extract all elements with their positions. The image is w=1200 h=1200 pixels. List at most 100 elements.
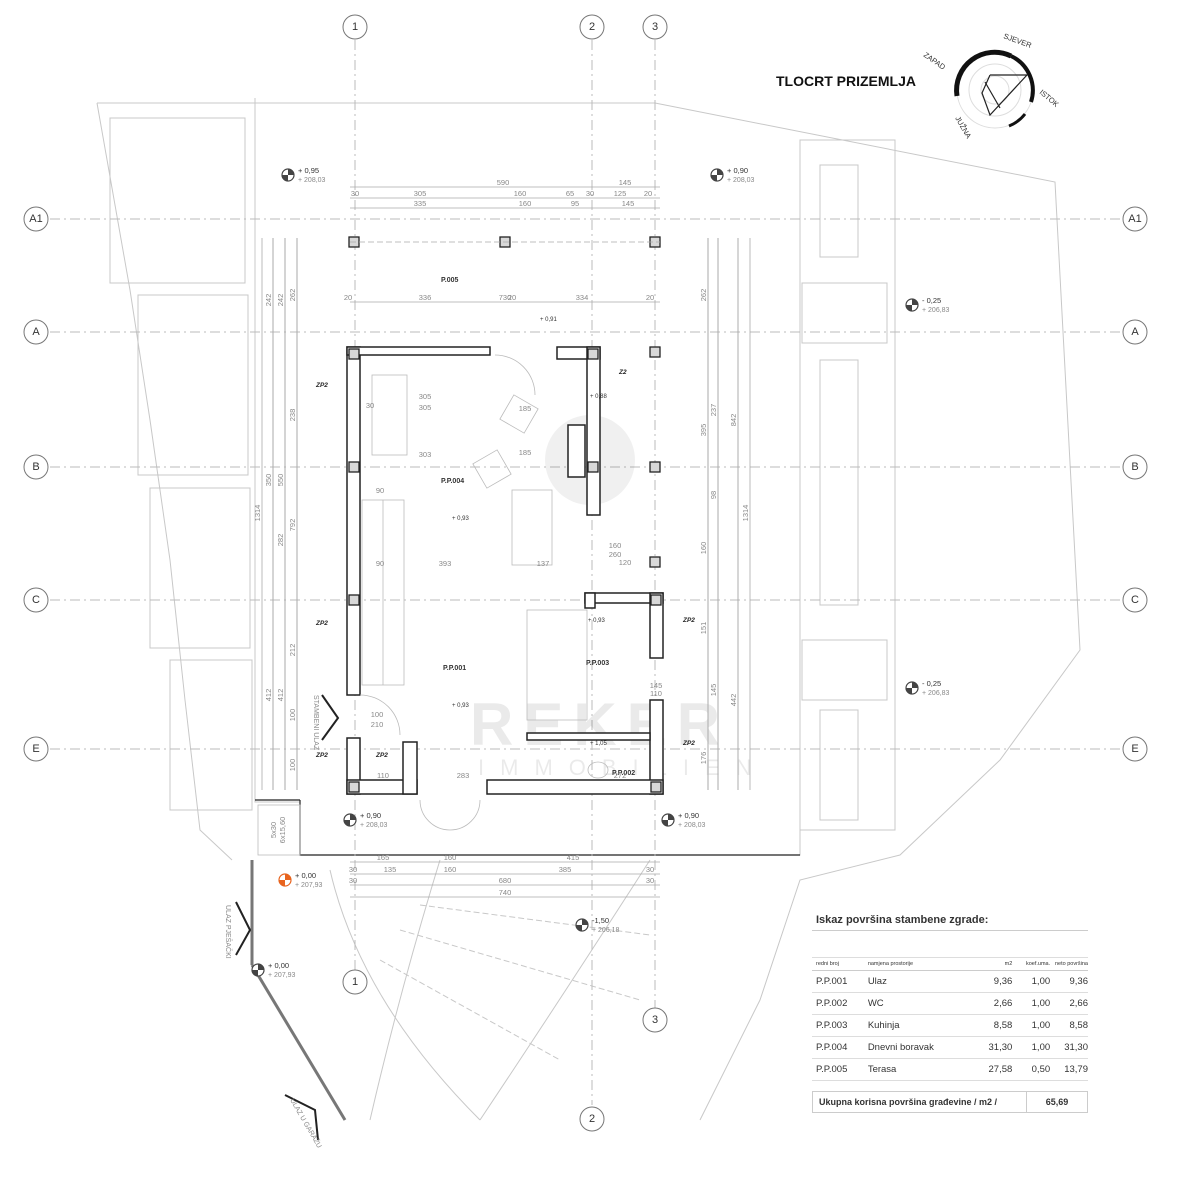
dimension-label: 730: [499, 293, 512, 302]
svg-text:REKER: REKER: [470, 691, 730, 758]
dimension-label: 100: [288, 709, 297, 722]
elevation-marker: -1,50 + 206,18: [575, 916, 620, 934]
dimension-label: 90: [376, 559, 384, 568]
svg-text:C: C: [1131, 594, 1139, 606]
dimension-label: 110: [377, 771, 389, 780]
axis-bubble-e-right: E: [1122, 736, 1148, 762]
svg-text:- 0,25: - 0,25: [922, 679, 941, 688]
room-labels: P.005 P.P.004 P.P.001 P.P.003 P.P.002: [441, 277, 635, 777]
room-label-pp001: P.P.001: [443, 665, 466, 672]
dimension-label: 334: [576, 293, 589, 302]
svg-text:1: 1: [352, 21, 358, 33]
dimension-label: 145: [709, 684, 718, 697]
dimension-label: 160: [444, 853, 457, 862]
dimension-label: 680: [499, 876, 512, 885]
room-label-pp004: P.P.004: [441, 478, 464, 485]
elevation-marker: - 0,25+ 206,83: [905, 296, 950, 314]
svg-text:+ 208,03: + 208,03: [727, 177, 755, 184]
table-header-row: redni broj namjena prostorije m2 koef.um…: [812, 957, 1088, 971]
interior-levels: + 0,91+ 0,93+ 0,93+ 0,93+ 0,88+ 1,05: [452, 317, 608, 747]
dimension-label: 20: [344, 293, 352, 302]
dimension-label: 165: [377, 853, 390, 862]
dimension-label: 30: [349, 865, 357, 874]
dimension-label: 792: [288, 519, 297, 532]
dimension-label: 242: [264, 294, 273, 307]
level-mark: + 0,93: [452, 703, 470, 709]
watermark: REKER IMMOBILIEN: [470, 415, 768, 780]
dimension-label: 415: [567, 853, 580, 862]
dimension-label: 442: [729, 694, 738, 707]
dimension-label: 590: [497, 178, 510, 187]
compass-rose: SJEVER ZAPAD ISTOK JUŽNA: [922, 31, 1061, 140]
elevation-marker: + 0,90 + 208,03: [661, 811, 706, 829]
svg-text:+ 0,90: + 0,90: [678, 811, 699, 820]
dimension-label: 135: [384, 865, 397, 874]
dimension-label: 110: [650, 689, 662, 698]
svg-text:IMMOBILIEN: IMMOBILIEN: [478, 755, 768, 780]
elevation-marker: + 0,95 + 208,03: [281, 166, 326, 184]
dimension-label: 272: [614, 771, 627, 780]
axis-bubble-3-top: 3: [642, 14, 668, 40]
dimension-label: 145: [619, 178, 632, 187]
svg-text:+ 0,95: + 0,95: [298, 166, 319, 175]
elevation-marker: + 0,00+ 207,93: [278, 871, 323, 889]
axis-bubble-1-top: 1: [342, 14, 368, 40]
dimension-label: 125: [614, 189, 627, 198]
dimension-label: 30: [366, 401, 374, 410]
total-label: Ukupna korisna površina građevine / m2 /: [813, 1092, 1027, 1112]
svg-text:+ 207,93: + 207,93: [268, 972, 296, 979]
residential-entrance-label: STAMBENI ULAZ: [312, 695, 319, 751]
dimension-label: 100: [371, 710, 384, 719]
dimension-label: 238: [288, 409, 297, 422]
svg-text:2: 2: [589, 1113, 595, 1125]
axis-bubble-2-top: 2: [579, 14, 605, 40]
dimension-label: 160: [609, 541, 622, 550]
building-walls: [346, 346, 664, 795]
svg-text:B: B: [1131, 461, 1138, 473]
svg-text:ZP2: ZP2: [315, 620, 328, 627]
furniture: [257, 354, 609, 856]
svg-text:+ 207,93: + 207,93: [295, 882, 323, 889]
dimension-label: 30: [646, 865, 654, 874]
svg-text:-1,50: -1,50: [592, 916, 609, 925]
dimension-label: 282: [276, 534, 285, 547]
wall-type-labels: ZP2 ZP2 ZP2 ZP2 ZP2 ZP2 Z2: [315, 369, 695, 759]
dimension-label: 283: [457, 771, 470, 780]
dimension-label: 305: [419, 403, 432, 412]
dimension-label: 30: [349, 876, 357, 885]
svg-text:+ 206,18: + 206,18: [592, 927, 620, 934]
dimension-label: 160: [444, 865, 457, 874]
dimension-label: 30: [586, 189, 594, 198]
stair-label: 6x15,60: [278, 817, 287, 844]
svg-text:A1: A1: [29, 213, 42, 225]
dimension-label: 145: [650, 681, 663, 690]
dimension-label: 842: [729, 414, 738, 427]
svg-text:- 0,25: - 0,25: [922, 296, 941, 305]
svg-text:+ 208,03: + 208,03: [678, 822, 706, 829]
svg-text:E: E: [32, 743, 39, 755]
pedestrian-entrance-label: ULAZ PJEŠAČKI: [224, 905, 233, 959]
svg-text:A1: A1: [1128, 213, 1141, 225]
svg-text:C: C: [32, 594, 40, 606]
dimension-label: 336: [419, 293, 432, 302]
axis-bubble-a-left: A: [23, 319, 49, 345]
compass-east: ISTOK: [1038, 88, 1061, 109]
axis-bubble-a1-right: A1: [1122, 206, 1148, 232]
dimension-label: 100: [288, 759, 297, 772]
total-value: 65,69: [1045, 1097, 1069, 1107]
room-label-pp002: P.P.002: [612, 770, 635, 777]
dimension-label: 185: [519, 404, 532, 413]
axis-bubble-e-left: E: [23, 736, 49, 762]
table-heading: Iskaz površina stambene zgrade:: [812, 912, 1088, 931]
dimension-label: 90: [376, 486, 384, 495]
svg-text:ZP2: ZP2: [682, 617, 695, 624]
svg-text:+ 208,03: + 208,03: [298, 177, 326, 184]
compass-west: ZAPAD: [922, 50, 948, 72]
svg-text:+ 0,00: + 0,00: [268, 961, 289, 970]
